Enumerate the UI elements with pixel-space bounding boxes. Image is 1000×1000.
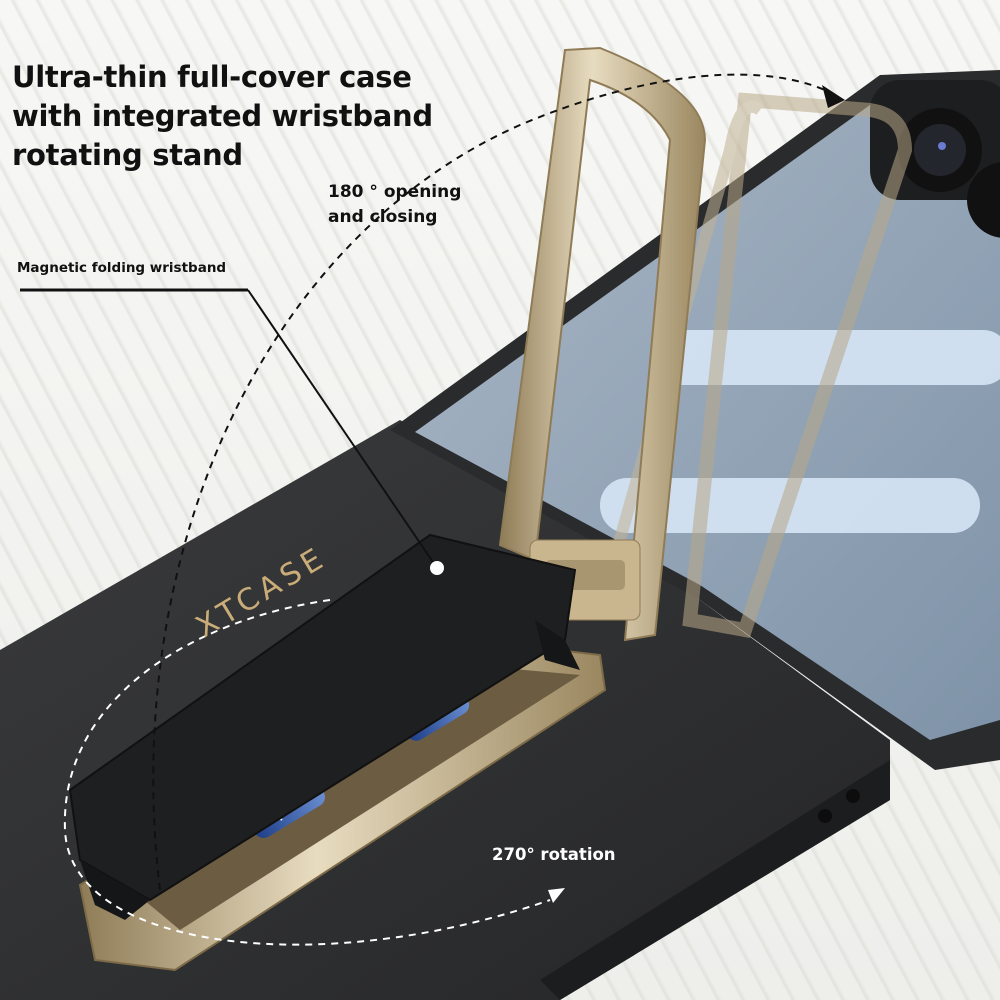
callout-leaders bbox=[20, 288, 444, 575]
leather-wristband bbox=[68, 533, 580, 920]
callout-magnetic-wristband: Magnetic folding wristband bbox=[17, 260, 227, 276]
callout-180-opening: 180 ° opening and closing bbox=[328, 182, 462, 227]
case-side-holes bbox=[818, 789, 860, 823]
stand-frame-ghost bbox=[594, 92, 913, 638]
arc-180-indicator bbox=[152, 73, 845, 891]
arc-270-indicator bbox=[63, 599, 565, 946]
callout-270-rotation: 270° rotation bbox=[492, 845, 616, 864]
headline: Ultra-thin full-cover case with integrat… bbox=[12, 60, 433, 172]
arrow-head-icon bbox=[822, 85, 845, 108]
arrow-head-icon bbox=[548, 888, 565, 903]
